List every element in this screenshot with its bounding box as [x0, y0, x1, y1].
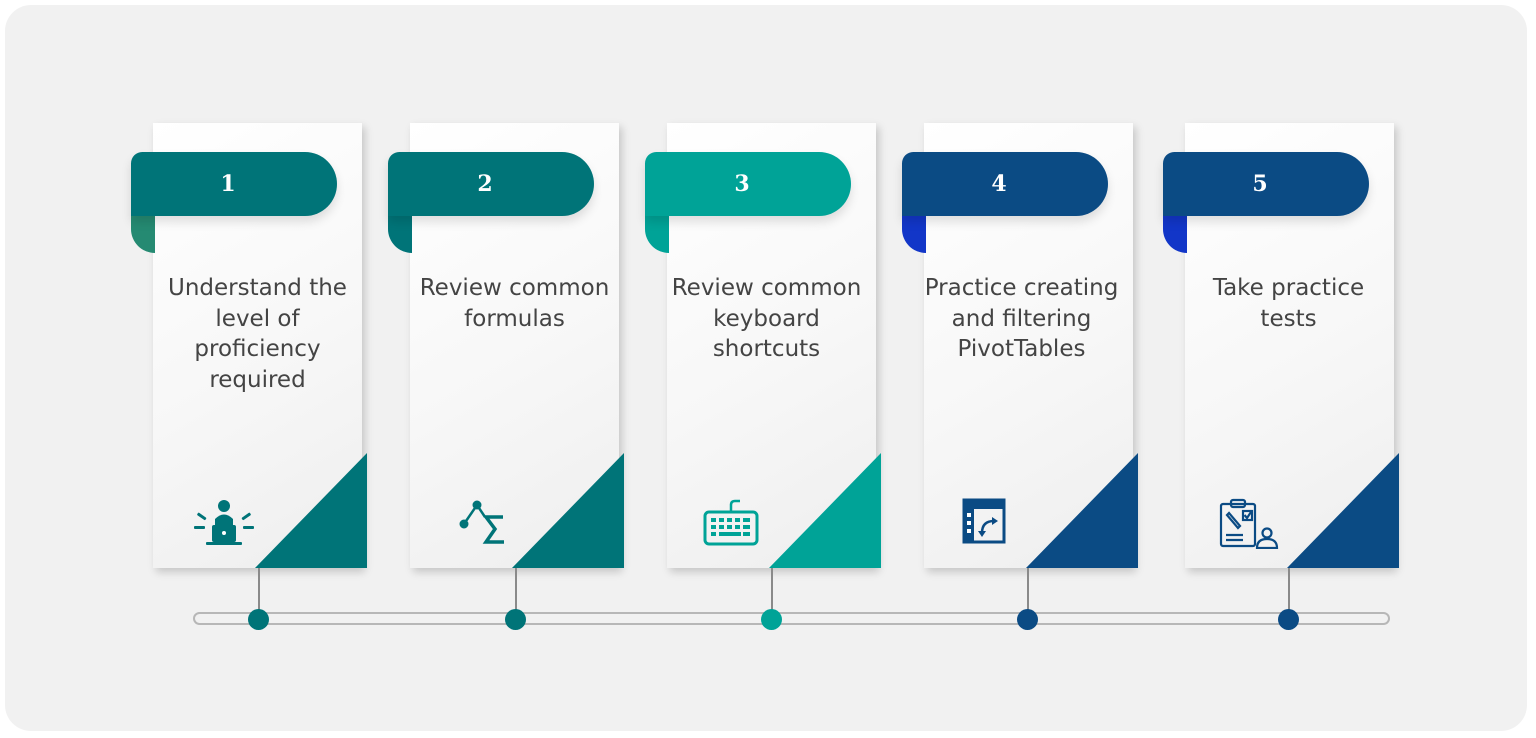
corner-triangle	[1287, 453, 1399, 568]
multitasking-person-laptop-icon	[194, 500, 254, 545]
step-number-tab: 4	[902, 152, 1108, 216]
step-label: Take practice tests	[1212, 275, 1365, 332]
corner-triangle	[512, 453, 624, 568]
keyboard-icon	[703, 499, 759, 546]
clipboard-test-icon	[1219, 498, 1279, 549]
pivot-table-icon	[962, 498, 1006, 544]
step-label: Review common formulas	[419, 275, 610, 332]
step-number: 1	[220, 171, 236, 197]
formula-sigma-icon	[459, 500, 504, 544]
timeline-dot-5	[1278, 609, 1299, 630]
step-label: Review common keyboard shortcuts	[671, 275, 862, 362]
timeline-dot-2	[505, 609, 526, 630]
corner-triangle	[255, 453, 367, 568]
timeline-dot-1	[248, 609, 269, 630]
step-number: 4	[991, 171, 1007, 197]
timeline-track	[193, 612, 1390, 625]
step-number: 3	[734, 171, 750, 197]
timeline-dot-4	[1017, 609, 1038, 630]
step-number-tab: 3	[645, 152, 851, 216]
timeline-dot-3	[761, 609, 782, 630]
step-number-tab: 5	[1163, 152, 1369, 216]
step-label: Understand the level of proficiency requ…	[168, 275, 347, 393]
step-number: 5	[1252, 171, 1268, 197]
step-number-tab: 2	[388, 152, 594, 216]
step-number-tab: 1	[131, 152, 337, 216]
connector-line	[1027, 568, 1029, 620]
corner-triangle	[769, 453, 881, 568]
corner-triangle	[1026, 453, 1138, 568]
connector-line	[771, 568, 773, 620]
step-number: 2	[477, 171, 493, 197]
connector-line	[515, 568, 517, 620]
connector-line	[1288, 568, 1290, 620]
step-label: Practice creating and filtering PivotTab…	[924, 275, 1119, 362]
connector-line	[258, 568, 260, 620]
